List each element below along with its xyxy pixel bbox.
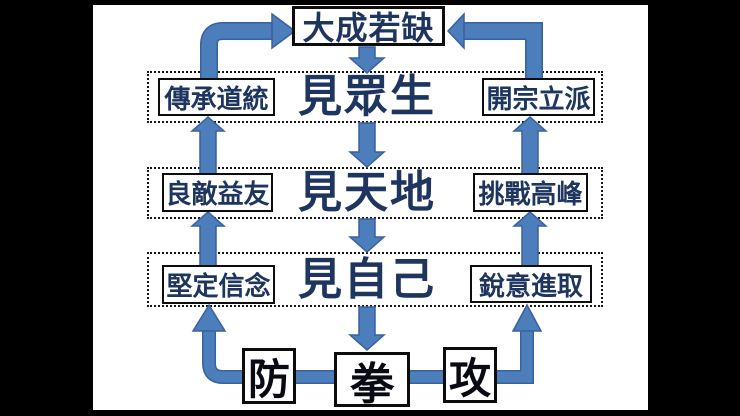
bottom-box-fist-label: 拳: [350, 359, 394, 409]
arrow-bottom-left-up: [191, 303, 227, 332]
row2-left-label: 良敵益友: [165, 180, 270, 209]
row3-center-text: 見自己: [298, 255, 436, 304]
row1-center-text: 見眾生: [298, 72, 436, 121]
bottom-box-attack: 攻: [443, 347, 497, 403]
row1-left-box: 傳承道統: [158, 78, 275, 116]
arrow-center-down-1: [348, 46, 386, 75]
arrow-right-up-1: [512, 211, 548, 267]
row3-right-label: 銳意進取: [478, 271, 583, 301]
row1-right-box: 開宗立派: [482, 78, 595, 116]
row3-right-box: 銳意進取: [470, 265, 592, 303]
arrow-center-down-4: [348, 306, 386, 352]
row2-left-box: 良敵益友: [162, 173, 273, 212]
arrow-left-up-1: [190, 211, 226, 267]
bottom-loop-connector: [191, 303, 543, 384]
arrow-elbow-top-right: [446, 12, 543, 80]
bottom-box-defense: 防: [242, 348, 296, 404]
bottom-box-attack-label: 攻: [448, 356, 491, 403]
top-node-box: 大成若缺: [292, 6, 445, 46]
arrow-elbow-top-left: [200, 12, 297, 80]
row2-center-text: 見天地: [298, 168, 436, 217]
row1-left-label: 傳承道統: [164, 84, 269, 114]
arrow-bottom-right-up: [511, 303, 543, 332]
row1-right-label: 開宗立派: [486, 84, 591, 114]
arrow-center-down-2: [348, 122, 386, 169]
arrow-left-up-2: [190, 116, 226, 176]
row3-left-label: 堅定信念: [166, 272, 271, 301]
row3-left-box: 堅定信念: [162, 265, 275, 304]
row2-right-box: 挑戰高峰: [473, 173, 588, 212]
arrow-center-down-3: [348, 218, 386, 254]
row2-right-label: 挑戰高峰: [478, 180, 583, 209]
bottom-box-fist: 拳: [334, 352, 410, 409]
bottom-box-defense-label: 防: [247, 357, 290, 404]
top-node-label: 大成若缺: [302, 10, 435, 46]
arrow-right-up-2: [512, 116, 548, 176]
